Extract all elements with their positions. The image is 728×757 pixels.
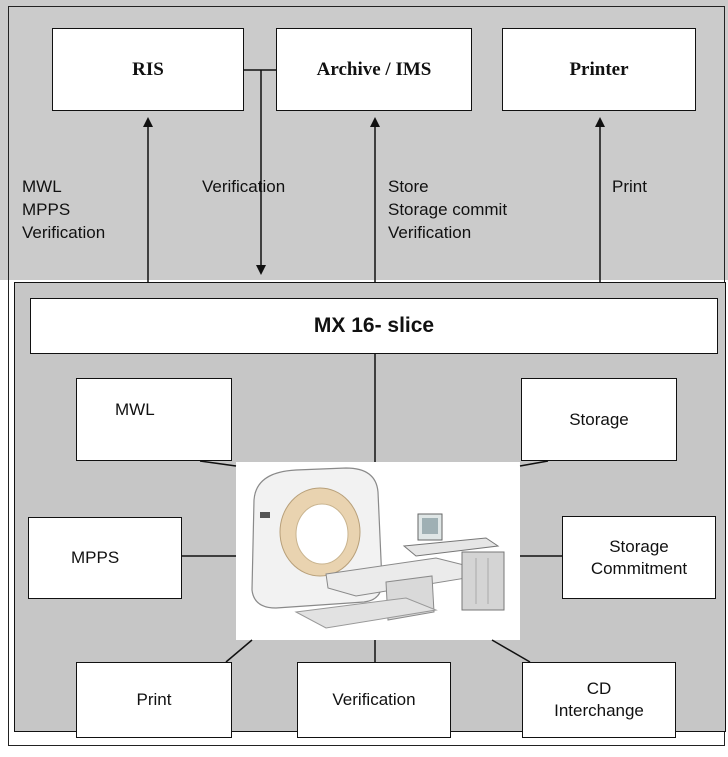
storage-box: Storage	[521, 378, 677, 461]
verification-link-label: Verification	[202, 177, 286, 196]
printer-box: Printer	[502, 28, 696, 111]
cd-interchange-box: CD Interchange	[522, 662, 676, 738]
archive-services-label: Store Storage commit Verification	[388, 177, 508, 242]
mpps-box: MPPS	[28, 517, 182, 599]
mwl-box: MWL	[76, 378, 232, 461]
ris-services-label: MWL MPPS Verification	[22, 177, 106, 242]
print-module-box: Print	[76, 662, 232, 738]
verification-module-box: Verification	[297, 662, 451, 738]
ris-box: RIS	[52, 28, 244, 111]
ct-scanner-image	[236, 462, 520, 640]
system-title-box: MX 16- slice	[30, 298, 718, 354]
archive-ims-box: Archive / IMS	[276, 28, 472, 111]
print-link-label: Print	[612, 177, 647, 196]
storage-commitment-box: Storage Commitment	[562, 516, 716, 599]
